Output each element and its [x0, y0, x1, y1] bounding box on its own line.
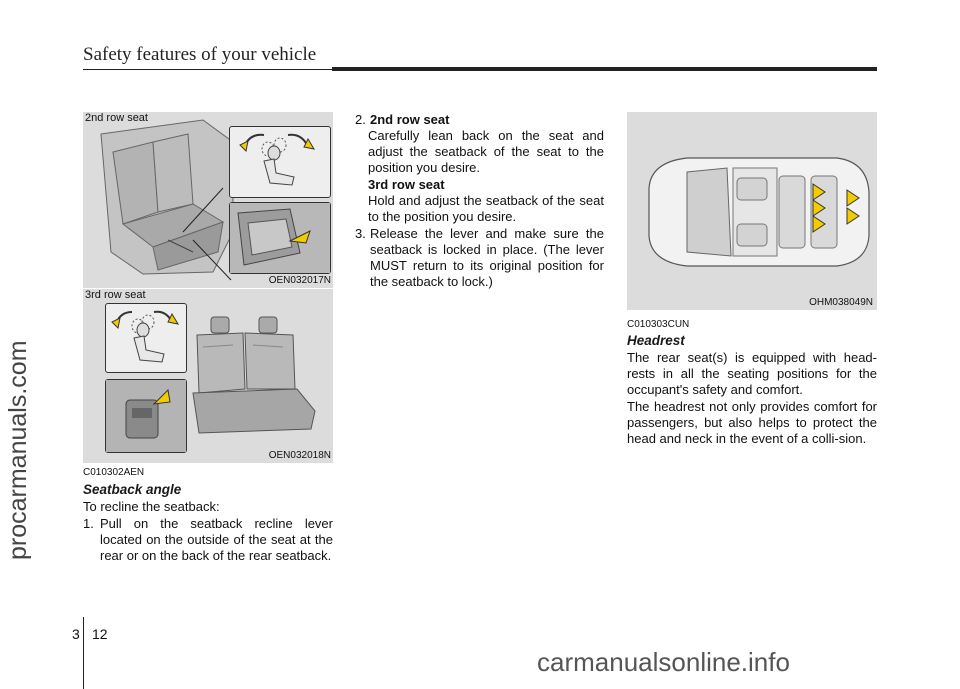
figure-2nd-row-seat: 2nd row seat OEN032017N [83, 112, 333, 288]
section-code-headrest: C010303CUN [627, 319, 690, 330]
figure-caption-3rd-row: 3rd row seat [83, 289, 150, 301]
inset-recline-lever-3rd [105, 379, 187, 453]
step-1-number: 1. [83, 516, 94, 531]
page-header-title: Safety features of your vehicle [83, 44, 317, 65]
figure-vehicle-overhead: OHM038049N [627, 112, 877, 310]
second-row-seat-illustration [100, 119, 234, 281]
vehicle-overhead-illustration [648, 157, 870, 267]
step-2-sub-label: 3rd row seat [368, 177, 445, 192]
third-row-seat-illustration [192, 316, 316, 434]
recline-diagram [239, 133, 316, 186]
section-code: C010302AEN [83, 467, 145, 478]
bottom-watermark[interactable]: carmanualsonline.info [537, 647, 790, 677]
step-3-text: Release the lever and make sure the seat… [370, 226, 604, 289]
page-number: 12 [92, 626, 108, 642]
footer-vertical-rule [83, 617, 84, 689]
figure-caption-2nd-row: 2nd row seat [83, 112, 152, 124]
step-2-number: 2. [355, 112, 366, 127]
step-2-sub-text: Hold and adjust the seatback of the seat… [368, 193, 604, 224]
headrest-paragraph-1: The rear seat(s) is equipped with head-r… [627, 350, 877, 397]
step-2-text: Carefully lean back on the seat and adju… [368, 128, 604, 175]
recline-lever-closeup [230, 203, 330, 273]
inset-recline-diagram [229, 126, 331, 198]
page-section-number: 3 [72, 626, 80, 642]
figure-3rd-row-seat: 3rd row seat OEN032018N [83, 289, 333, 463]
step-3-number: 3. [355, 226, 366, 241]
side-watermark[interactable]: procarmanuals.com [4, 340, 32, 560]
header-rule-bold [332, 67, 877, 71]
section-title-seatback-angle: Seatback angle [83, 482, 182, 497]
intro-text: To recline the seatback: [83, 499, 220, 514]
headrest-paragraph-2: The headrest not only provides comfort f… [627, 399, 877, 446]
figure-code-overhead: OHM038049N [807, 296, 875, 309]
inset-recline-diagram-3rd [105, 303, 187, 373]
step-2-label: 2nd row seat [370, 112, 450, 127]
step-1-text: Pull on the seatback recline lever locat… [100, 516, 333, 563]
figure-code-2nd-row: OEN032017N [268, 275, 331, 286]
inset-recline-lever [229, 202, 331, 274]
recline-lever-closeup-3rd [106, 380, 186, 452]
figure-code-3rd-row: OEN032018N [268, 450, 331, 461]
recline-diagram-3rd [111, 310, 180, 363]
section-title-headrest: Headrest [627, 333, 685, 348]
